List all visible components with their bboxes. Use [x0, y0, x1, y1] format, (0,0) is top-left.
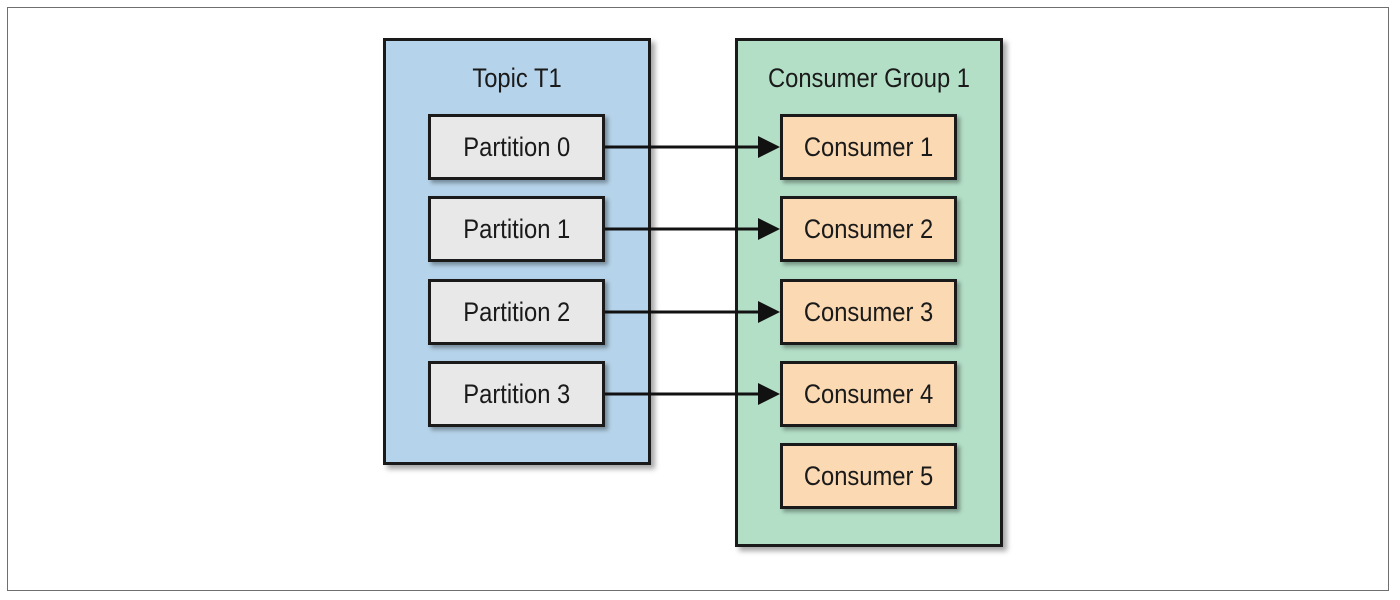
arrow-head	[758, 136, 780, 158]
consumer-box: Consumer 3	[780, 279, 957, 345]
consumer-box: Consumer 2	[780, 196, 957, 262]
consumer-label: Consumer 3	[803, 296, 934, 327]
consumer-box: Consumer 4	[780, 361, 957, 427]
consumer-label: Consumer 5	[803, 460, 934, 491]
partition-box: Partition 0	[428, 114, 605, 180]
partition-label: Partition 1	[462, 213, 570, 244]
partition-label: Partition 3	[462, 378, 570, 409]
consumer-box: Consumer 5	[780, 443, 957, 509]
consumer-label: Consumer 4	[803, 378, 934, 409]
partition-box: Partition 3	[428, 361, 605, 427]
arrow-head	[758, 218, 780, 240]
consumer-label: Consumer 2	[803, 213, 934, 244]
consumer-label: Consumer 1	[803, 131, 934, 162]
diagram-frame	[7, 7, 1389, 591]
arrow-head	[758, 301, 780, 323]
arrow-head	[758, 383, 780, 405]
partition-label: Partition 2	[462, 296, 570, 327]
consumer-group-title: Consumer Group 1	[767, 63, 971, 93]
topic-title: Topic T1	[472, 63, 562, 93]
consumer-box: Consumer 1	[780, 114, 957, 180]
partition-box: Partition 2	[428, 279, 605, 345]
partition-box: Partition 1	[428, 196, 605, 262]
partition-label: Partition 0	[462, 131, 570, 162]
